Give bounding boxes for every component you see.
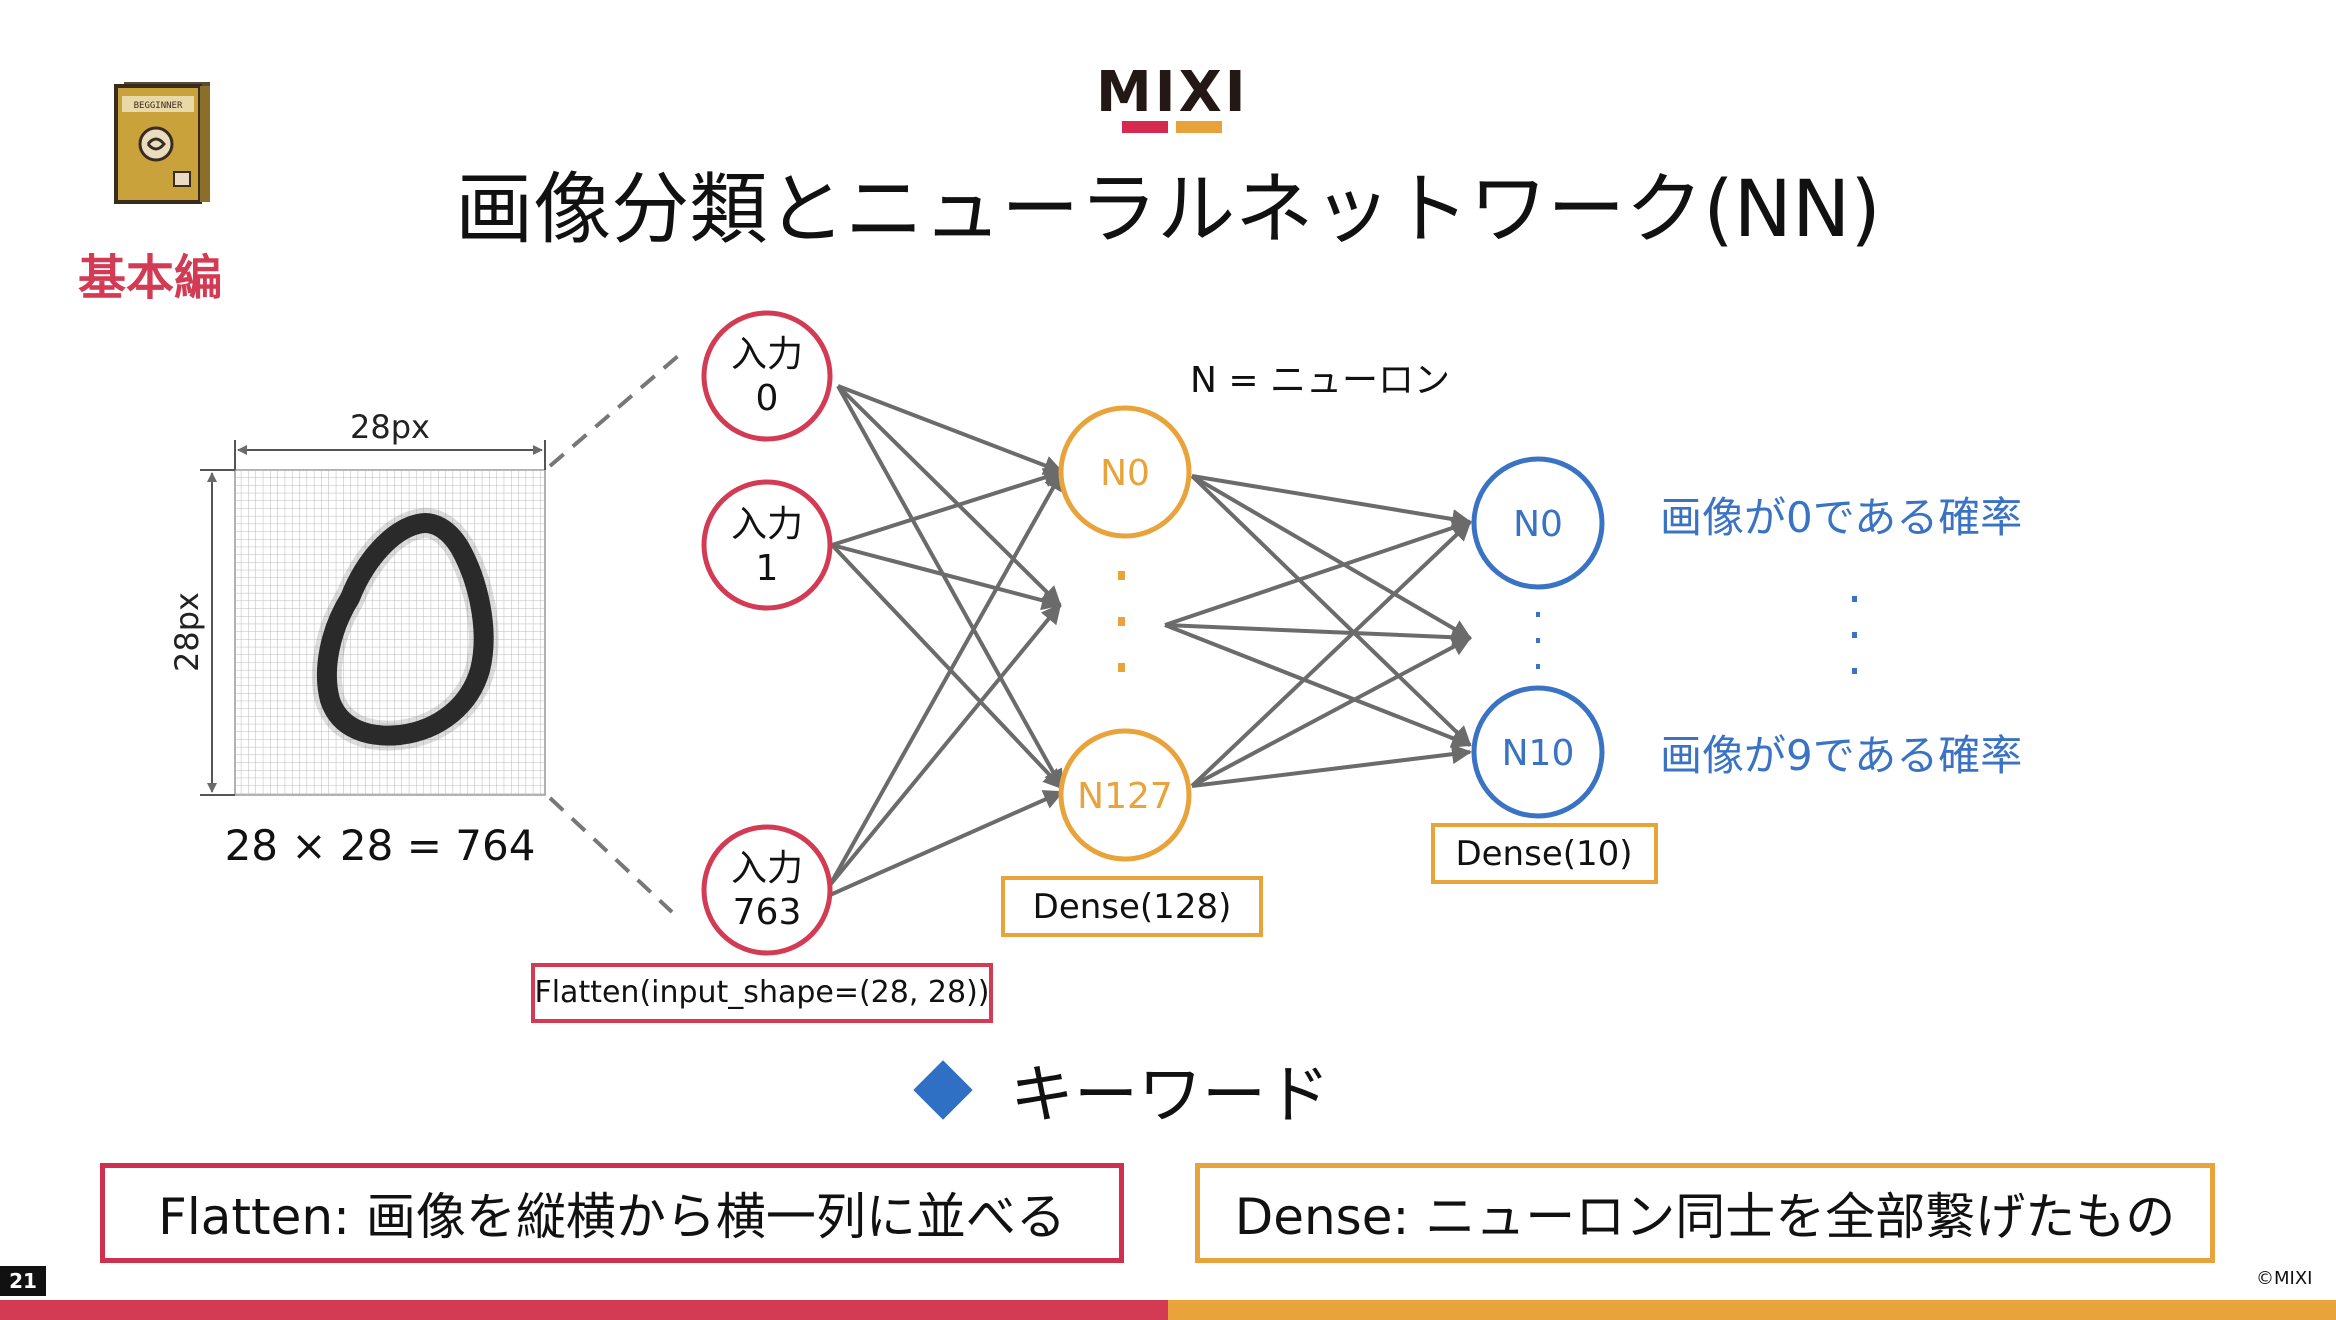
slide-title: 画像分類とニューラルネットワーク(NN) xyxy=(455,165,1881,255)
width-dimension xyxy=(234,440,546,470)
input-hidden-connections xyxy=(828,384,1064,897)
height-dimension xyxy=(200,469,235,796)
svg-text:入力: 入力 xyxy=(731,848,803,889)
flatten-keyword-text: Flatten: 画像を縦横から横一列に並べる xyxy=(158,1188,1066,1246)
flatten-keyword-box: Flatten: 画像を縦横から横一列に並べる xyxy=(100,1163,1124,1263)
svg-text:763: 763 xyxy=(733,892,802,933)
footer-bar-yellow xyxy=(1168,1300,2336,1320)
dense128-label-box: Dense(128) xyxy=(1001,876,1263,937)
mixi-logo: MIXI xyxy=(1096,64,1246,136)
logo-bar-red xyxy=(1122,121,1168,133)
hidden-node-n127: N127 xyxy=(1058,728,1192,862)
height-label: 28px xyxy=(168,592,206,672)
svg-text:入力: 入力 xyxy=(731,334,803,375)
keyword-heading: キーワード xyxy=(910,1050,1330,1133)
svg-text:Flatten(input_shape=(28, 28)): Flatten(input_shape=(28, 28)) xyxy=(534,975,989,1010)
prob-label-0: 画像が0である確率 xyxy=(1660,493,2022,542)
svg-text:入力: 入力 xyxy=(731,504,803,545)
input-node-1: 入力 1 xyxy=(701,479,833,611)
hidden-ellipsis xyxy=(1118,571,1125,672)
svg-text:Dense(128): Dense(128) xyxy=(1033,887,1232,927)
svg-text:1: 1 xyxy=(756,548,779,589)
projection-lines xyxy=(548,348,687,914)
flatten-label-box: Flatten(input_shape=(28, 28)) xyxy=(531,963,993,1023)
logo-text: MIXI xyxy=(1096,60,1249,125)
beginner-book-icon: BEGGINNER xyxy=(114,82,210,204)
output-node-n0: N0 xyxy=(1471,456,1605,590)
svg-text:0: 0 xyxy=(756,378,779,419)
output-node-n10: N10 xyxy=(1471,685,1605,819)
hidden-node-n0: N0 xyxy=(1058,405,1192,539)
svg-text:N0: N0 xyxy=(1100,453,1150,494)
copyright: ©MIXI xyxy=(2256,1268,2313,1289)
svg-text:N0: N0 xyxy=(1513,504,1563,545)
logo-bar-yellow xyxy=(1176,121,1222,133)
pixel-formula: 28 × 28 = 764 xyxy=(225,821,536,870)
prob-label-9: 画像が9である確率 xyxy=(1660,731,2022,780)
svg-text:BEGGINNER: BEGGINNER xyxy=(134,101,183,111)
page-number: 21 xyxy=(0,1266,46,1296)
footer-bar-red xyxy=(0,1300,1168,1320)
svg-text:N10: N10 xyxy=(1502,733,1575,774)
svg-text:N127: N127 xyxy=(1077,776,1173,817)
mnist-digit-image xyxy=(234,469,546,796)
input-node-0: 入力 0 xyxy=(701,310,833,442)
input-node-763: 入力 763 xyxy=(701,824,833,956)
dense-keyword-text: Dense: ニューロン同士を全部繋げたもの xyxy=(1234,1188,2176,1246)
diamond-bullet-icon xyxy=(913,1060,973,1120)
dense10-label-box: Dense(10) xyxy=(1431,823,1658,884)
hidden-output-connections xyxy=(1164,474,1472,788)
output-ellipsis xyxy=(1536,612,1540,669)
neuron-legend: N = ニューロン xyxy=(1190,360,1450,401)
keyword-title-text: キーワード xyxy=(1010,1059,1330,1133)
width-label: 28px xyxy=(350,408,430,446)
prob-ellipsis xyxy=(1852,596,1857,674)
svg-text:Dense(10): Dense(10) xyxy=(1455,834,1632,874)
level-label: 基本編 xyxy=(78,250,223,306)
dense-keyword-box: Dense: ニューロン同士を全部繋げたもの xyxy=(1195,1163,2215,1263)
